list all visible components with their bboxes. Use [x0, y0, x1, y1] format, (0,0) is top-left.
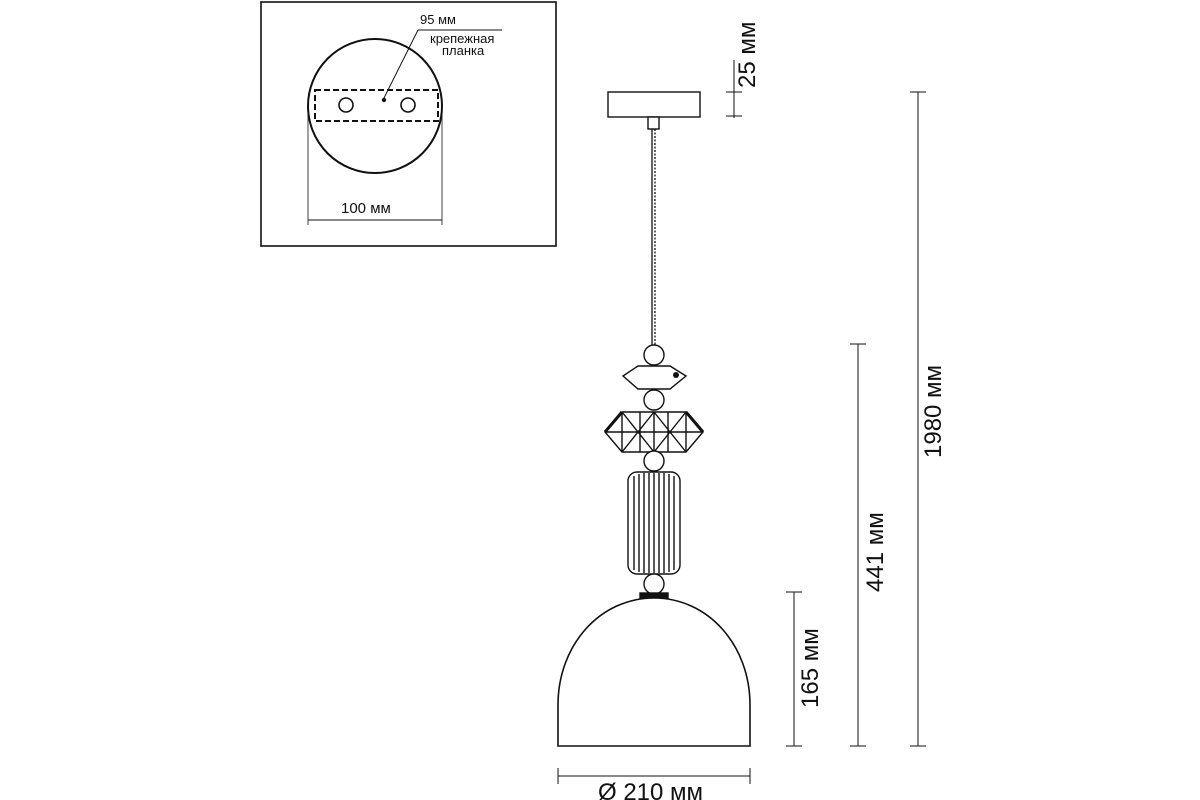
- faceted-crystal: [603, 411, 705, 453]
- bracket-leader-line: [383, 29, 419, 99]
- bracket-note-line1: крепежная: [430, 31, 494, 46]
- canopy-circle: [307, 38, 443, 174]
- diamond-crystal: [621, 365, 688, 390]
- lamp-shade: [557, 597, 751, 747]
- bracket-center-dot: [381, 97, 387, 103]
- bead-2: [643, 389, 665, 411]
- bracket-note-line2: планка: [442, 43, 485, 58]
- bead-4: [643, 573, 665, 595]
- diamond-crystal-dot: [673, 372, 679, 378]
- mounting-hole-left: [338, 97, 354, 113]
- canopy-top-view-inset: 95 мм крепежная планка 100 мм: [260, 1, 557, 247]
- bead-1: [643, 344, 665, 366]
- bead-3: [643, 450, 665, 472]
- mounting-bracket: [314, 89, 439, 122]
- shade-height-label: 165 мм: [797, 628, 824, 708]
- ceiling-canopy: [607, 91, 701, 118]
- inset-frame: [260, 1, 557, 247]
- shade-diameter-label: Ø 210 мм: [598, 779, 703, 800]
- body-height-label: 441 мм: [862, 512, 889, 592]
- cord-grip: [647, 116, 660, 130]
- ribbed-cylinder: [627, 471, 681, 575]
- mounting-hole-right: [400, 97, 416, 113]
- canopy-height-label: 25 мм: [734, 22, 761, 88]
- total-height-label: 1980 мм: [920, 365, 947, 458]
- canopy-diameter-label: 100 мм: [341, 200, 391, 217]
- lamp-side-view: [557, 91, 751, 747]
- bracket-width-label: 95 мм: [420, 12, 456, 27]
- dimension-lines: [557, 60, 926, 784]
